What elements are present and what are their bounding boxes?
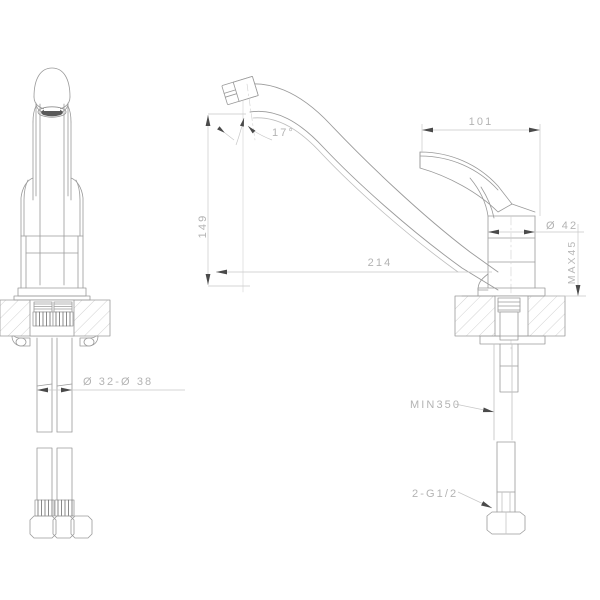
lever-handle-rear <box>511 203 536 213</box>
front-hose-break <box>36 383 73 387</box>
dim-g12-leader <box>457 491 493 509</box>
front-shank-right <box>52 301 74 327</box>
side-fixing-plate <box>479 335 546 345</box>
lever-handle-outline <box>419 151 513 213</box>
dim-17-arc-left <box>235 117 245 146</box>
spout-aerator-group <box>221 75 259 105</box>
front-bracket-right <box>79 335 99 347</box>
front-spout-fillet-l <box>32 105 37 123</box>
side-base-plate <box>477 287 546 297</box>
dim-text-max45: MAX45 <box>566 240 578 284</box>
dim-text-min350: MIN350 <box>410 399 461 411</box>
front-hose-right-upper <box>56 337 73 433</box>
front-coupling-right <box>54 499 75 517</box>
front-bracket-left <box>11 335 31 347</box>
front-base-plate <box>17 287 87 297</box>
front-hose-left-upper <box>36 337 53 433</box>
front-shoulder-left-inner <box>23 179 29 237</box>
front-hex-nut-left <box>29 515 57 539</box>
side-hose-upper <box>493 343 513 441</box>
lever-handle-crease <box>419 155 499 191</box>
front-shoulder-right-inner <box>75 179 81 237</box>
dim-text-hole-dia: Ø 32-Ø 38 <box>83 376 153 388</box>
front-shank-left <box>32 301 54 327</box>
front-shoulder-left <box>20 177 34 237</box>
front-aerator-highlight <box>44 108 60 111</box>
side-tailpiece <box>499 343 519 393</box>
spout-lower-profile <box>249 110 499 291</box>
front-view-group <box>0 67 111 539</box>
front-base-flange <box>13 295 91 301</box>
dim-text-17deg: 17° <box>272 127 295 139</box>
dimension-text-layer: 149 17° 214 101 Ø 42 MAX45 Ø 32-Ø 38 MIN… <box>83 116 578 500</box>
dim-text-dia42: Ø 42 <box>546 220 578 232</box>
front-hex-nut-mid <box>52 515 75 539</box>
side-hose-lower <box>496 441 516 513</box>
front-bracket-nut-right <box>83 337 95 347</box>
dim-text-2g12: 2-G1/2 <box>412 488 458 500</box>
spout-upper-profile <box>235 83 499 273</box>
front-shoulder-right <box>70 177 84 237</box>
lever-handle-fillet-b <box>480 186 495 219</box>
front-coupling-left <box>34 499 55 517</box>
side-hose-coupling-lines <box>501 491 511 513</box>
dim-min350-leader <box>454 403 495 413</box>
front-bracket-nut-left <box>15 337 27 347</box>
dim-text-214: 214 <box>368 257 393 269</box>
front-hex-nut-right <box>70 515 93 539</box>
side-hex-nut <box>486 511 526 535</box>
dimension-layer <box>37 113 586 509</box>
side-shank <box>497 297 521 341</box>
front-spout-fillet-r <box>67 105 72 123</box>
front-hose-right-lower <box>56 447 73 509</box>
lever-handle-fillet-a <box>469 177 489 217</box>
dim-text-101: 101 <box>469 116 494 128</box>
front-aerator-outline <box>37 106 67 118</box>
front-hose-left-lower <box>36 447 53 509</box>
dim-text-149: 149 <box>197 214 209 239</box>
dim-17-arc-right <box>247 125 273 141</box>
side-view-group <box>221 75 566 535</box>
spout-inner-line <box>252 117 459 273</box>
front-cap-outline <box>33 67 71 98</box>
aerator-collar <box>232 75 259 102</box>
dim-17-tick <box>217 126 235 141</box>
